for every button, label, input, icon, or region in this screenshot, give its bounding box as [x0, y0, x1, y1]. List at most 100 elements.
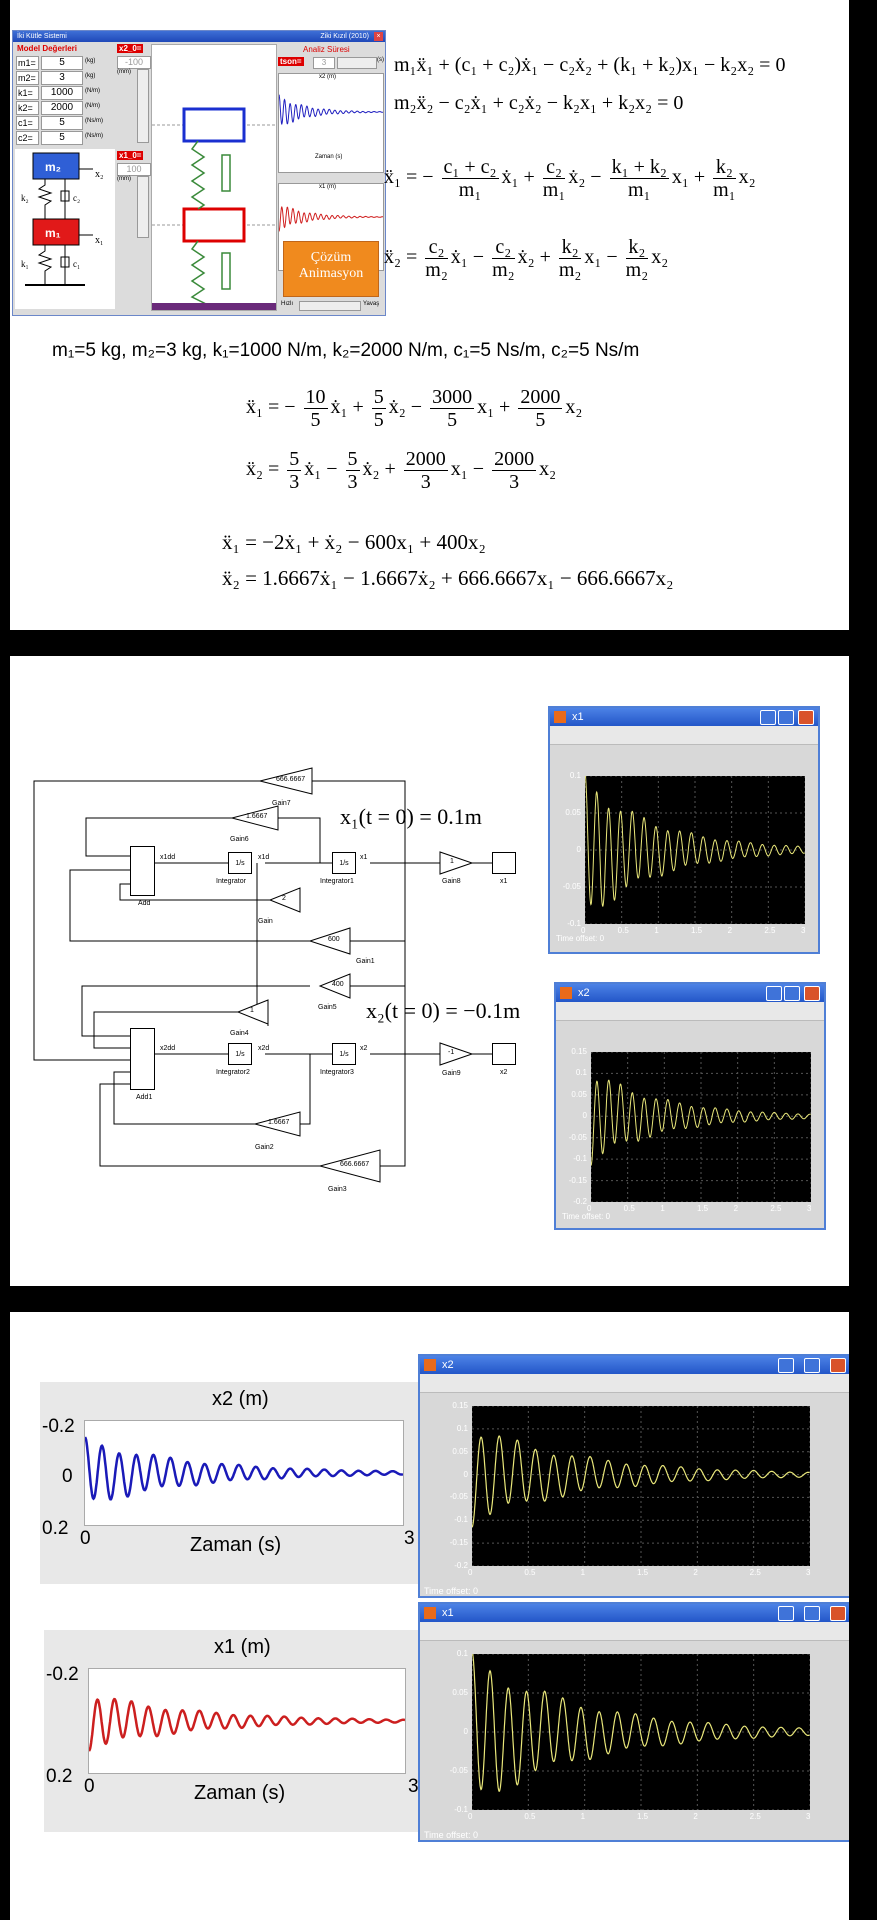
eq4-f4d: m₂	[625, 259, 649, 281]
minimize-icon[interactable]	[778, 1606, 794, 1621]
eq4-f2n: c₂	[492, 236, 515, 259]
scope-x1b-titlebar: x1	[420, 1604, 849, 1622]
anim-ground	[152, 303, 276, 310]
x1-0-unit: (mm)	[117, 176, 131, 182]
scope-x1b-plot	[471, 1651, 811, 1811]
signal-x2dd: x2dd	[160, 1045, 176, 1052]
scope-block-x1	[492, 852, 516, 874]
anim-spring-2	[190, 140, 206, 210]
integrator2-block: 1/s	[228, 1043, 252, 1065]
param-value-input[interactable]: 5	[41, 116, 83, 130]
y-tick-label: 0.1	[569, 771, 581, 780]
param-row: c1=5(Ns/m)	[16, 115, 116, 130]
param-row: c2=5(Ns/m)	[16, 130, 116, 145]
minimize-icon[interactable]	[766, 986, 782, 1001]
analysis-label: Analiz Süresi	[303, 45, 350, 54]
y-tick-label: 0	[576, 845, 581, 854]
c1-label: c₁	[73, 259, 80, 269]
param-key: c1=	[16, 116, 39, 130]
minimize-icon[interactable]	[778, 1358, 794, 1373]
param-value-input[interactable]: 1000	[41, 86, 83, 100]
x-tick-label: 2.5	[764, 926, 776, 935]
speed-slider[interactable]	[299, 301, 361, 311]
m2-label: m₂	[45, 160, 61, 174]
tson-unit: (s)	[377, 57, 384, 63]
x1-0-label: x1_0=	[117, 151, 144, 160]
x1-0-input[interactable]: 100	[117, 163, 151, 176]
close-icon[interactable]: ×	[374, 32, 383, 41]
scope-x1-time-offset: Time offset: 0	[556, 934, 605, 943]
gain-value: 600	[328, 936, 340, 943]
gain-value: 1.6667	[268, 1119, 290, 1126]
gain-name: Gain3	[328, 1186, 347, 1193]
param-value-input[interactable]: 5	[41, 131, 83, 145]
maximize-icon[interactable]	[784, 986, 800, 1001]
eq5-f4d: 5	[535, 409, 546, 431]
gain5-block	[318, 973, 351, 999]
scope-x1-label: x1	[500, 878, 508, 885]
param-row: k2=2000(N/m)	[16, 100, 116, 115]
m1-block	[32, 218, 80, 246]
x2-0-slider[interactable]	[137, 69, 149, 143]
c2-label: c₂	[73, 193, 80, 203]
scope-x2-plot	[590, 1051, 812, 1203]
app-x2-ytop: -0.2	[42, 1416, 75, 1437]
animate-label: Animasyon	[298, 266, 364, 281]
eq3-f4n: k₂	[713, 156, 736, 179]
wire-gain7-add1	[33, 780, 260, 1061]
x1-0-slider[interactable]	[137, 176, 149, 238]
scope-x2-label: x2	[500, 1069, 508, 1076]
gain-value: 1	[250, 1007, 254, 1014]
add-block-label: Add	[138, 900, 151, 907]
parameter-values: m₁=5 kg, m₂=3 kg, k₁=1000 N/m, k₂=2000 N…	[52, 340, 640, 361]
eq5-f3d: 5	[447, 409, 458, 431]
tson-input[interactable]: 3	[313, 57, 335, 69]
eq6-f2n: 5	[345, 448, 360, 471]
close-icon[interactable]	[830, 1358, 846, 1373]
gain-name: Gain6	[230, 836, 249, 843]
eq5-f1n: 10	[303, 386, 328, 409]
param-value-input[interactable]: 2000	[41, 101, 83, 115]
x2-0-input[interactable]: -100	[117, 56, 151, 69]
tson-slider[interactable]	[337, 57, 377, 69]
eq3-x1: x₁	[671, 166, 689, 189]
x-tick-label: 1	[580, 1568, 586, 1577]
app-x1-ybot: 0.2	[46, 1766, 73, 1787]
maximize-icon[interactable]	[778, 710, 794, 725]
close-icon[interactable]	[830, 1606, 846, 1621]
y-tick-label: 0.15	[571, 1047, 587, 1056]
maximize-icon[interactable]	[804, 1358, 820, 1373]
integrator-block: 1/s	[228, 852, 252, 874]
simulink-diagram	[33, 767, 492, 1183]
x-tick-label: 2	[693, 1812, 698, 1821]
maximize-icon[interactable]	[804, 1606, 820, 1621]
gain2-block	[253, 1111, 301, 1137]
y-tick-label: -0.15	[449, 1538, 468, 1548]
close-icon[interactable]	[804, 986, 820, 1001]
x2-0-unit: (mm)	[117, 69, 131, 75]
scope-x2b-title: x2	[442, 1359, 454, 1371]
solve-animate-button[interactable]: Çözüm Animasyon	[283, 241, 379, 297]
param-value-input[interactable]: 5	[41, 56, 83, 70]
gain-value: 400	[332, 981, 344, 988]
app-x2-xmin: 0	[80, 1528, 91, 1549]
integrator3-block: 1/s	[332, 1043, 356, 1065]
eq6-x2: x₂	[539, 458, 557, 481]
y-tick-label: 0.1	[456, 1649, 468, 1658]
param-key: k2=	[16, 101, 39, 115]
app-x1-svg	[88, 1697, 406, 1752]
equations-panel: İki Kütle Sistemi Ziki Kızıl (2010) × Mo…	[10, 0, 849, 630]
param-key: k1=	[16, 86, 39, 100]
scope-app-icon	[424, 1607, 436, 1619]
speed-fast: Hızlı	[281, 301, 293, 307]
scope-x2-titlebar: x2	[556, 984, 824, 1002]
x1-label: x₁	[95, 235, 104, 246]
x-tick-label: 0	[581, 926, 586, 935]
param-value-input[interactable]: 3	[41, 71, 83, 85]
close-icon[interactable]	[798, 710, 814, 725]
minimize-icon[interactable]	[760, 710, 776, 725]
gain7-block	[259, 767, 313, 795]
scope-x1-title: x1	[572, 711, 584, 723]
anim-damper-1	[221, 252, 231, 290]
